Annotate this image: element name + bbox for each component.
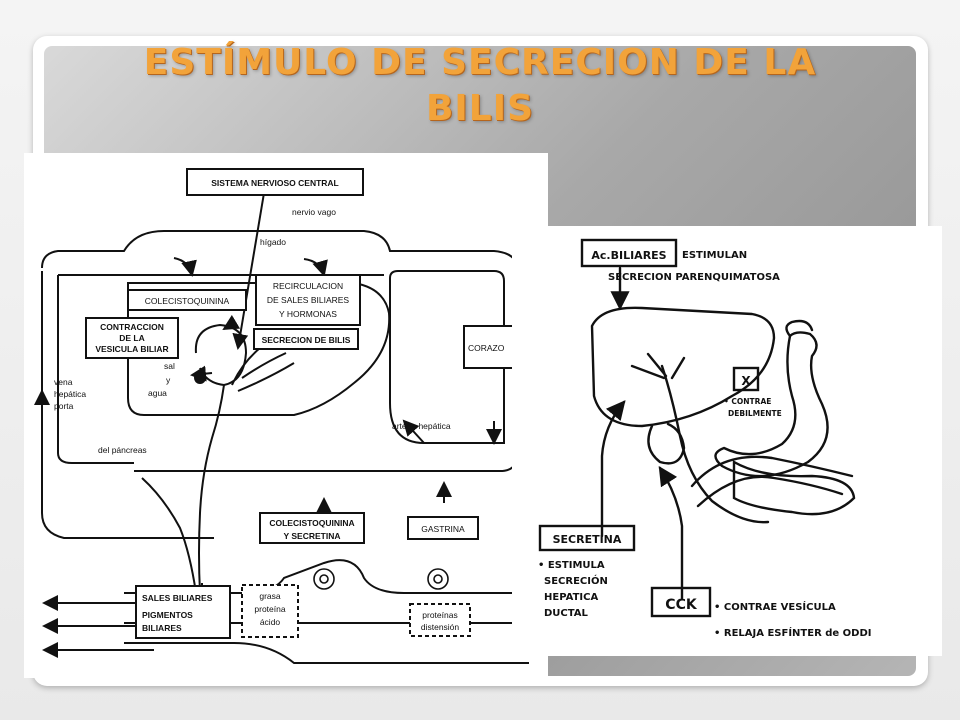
recirculacion-box — [255, 274, 361, 326]
right-diagram: Ac.BILIARES ESTIMULAN SECRECION PARENQUI… — [538, 238, 872, 639]
agua-label: agua — [148, 388, 167, 398]
slide-title-line-2: BILIS — [425, 88, 535, 129]
sales-label-3: BILIARES — [142, 623, 182, 633]
grasa-box — [241, 584, 299, 638]
contraccion-label-1: CONTRACCION — [100, 322, 164, 332]
pancreas-label: del páncreas — [98, 445, 147, 455]
sec-note-2: SECRECIÓN — [544, 574, 608, 587]
colecistoquinina-box — [127, 289, 247, 311]
secretina-label: SECRETINA — [553, 533, 622, 546]
vena-label-3: porta — [54, 401, 74, 411]
duct-sketch — [660, 364, 770, 524]
sales-biliares-box — [135, 585, 231, 639]
right-diagram-panel: Ac.BILIARES ESTIMULAN SECRECION PARENQUI… — [512, 226, 942, 656]
gastrina-label: GASTRINA — [421, 524, 465, 534]
contraccion-box — [85, 317, 179, 359]
pancreatic-duct — [141, 477, 197, 594]
cck-secretina-label-1: COLECISTOQUININA — [269, 518, 354, 528]
esophagus-sketch — [785, 319, 814, 338]
recirculacion-label-2: DE SALES BILIARES — [267, 295, 350, 305]
proteinas-box — [409, 603, 471, 637]
slide-title: ESTÍMULO DE SECRECION DE LA BILIS — [44, 40, 916, 132]
stomach-sketch — [714, 331, 829, 478]
x-note-1: • CONTRAE — [724, 397, 771, 406]
gallbladder — [194, 323, 248, 387]
ac-biliares-label: Ac.BILIARES — [591, 249, 666, 262]
higado-label: hígado — [260, 237, 286, 247]
left-diagram-panel: SISTEMA NERVIOSO CENTRAL nervio vago híg… — [24, 153, 548, 678]
pancreas-sketch — [732, 459, 856, 516]
food-icon-1 — [313, 568, 335, 590]
snc-label: SISTEMA NERVIOSO CENTRAL — [211, 178, 339, 188]
y-label: y — [166, 375, 171, 385]
x-box-label: X — [741, 374, 751, 388]
cck-note-2: • RELAJA ESFÍNTER de ODDI — [714, 626, 872, 639]
grasa-label-1: grasa — [259, 591, 281, 601]
vena-label-2: hepática — [54, 389, 86, 399]
contraccion-label-2: DE LA — [119, 333, 145, 343]
bile-duct — [198, 384, 225, 594]
x-note-2: DEBILMENTE — [728, 409, 782, 418]
estimulan-label-1: ESTIMULAN — [682, 250, 747, 261]
vena-label-1: vena — [54, 377, 73, 387]
portal-vein-line — [41, 271, 214, 539]
arteria-label: arteria hepática — [392, 421, 451, 431]
food-icon-2 — [427, 568, 449, 590]
sec-note-1: • ESTIMULA — [538, 560, 605, 571]
left-diagram: SISTEMA NERVIOSO CENTRAL nervio vago híg… — [34, 168, 535, 664]
ac-biliares-box — [580, 238, 678, 268]
secrecion-bilis-label: SECRECION DE BILIS — [262, 335, 351, 345]
liver-outline — [127, 282, 391, 416]
gastrina-box — [407, 516, 479, 540]
secrecion-bilis-box — [253, 328, 359, 350]
cck-box — [650, 586, 712, 618]
cck-secretina-label-2: Y SECRETINA — [284, 531, 341, 541]
cck-label: CCK — [665, 597, 698, 613]
estimulan-label-2: SECRECION PARENQUIMATOSA — [608, 272, 780, 283]
cck-secretina-box — [259, 512, 365, 544]
secretina-box — [538, 524, 636, 552]
liver-sketch — [590, 306, 776, 428]
cck-note-1: • CONTRAE VESÍCULA — [714, 600, 836, 613]
sec-note-4: DUCTAL — [544, 608, 589, 619]
proteinas-label-2: distensión — [421, 622, 460, 632]
slide-title-line-1: ESTÍMULO DE SECRECION DE LA — [143, 42, 817, 83]
grasa-label-3: ácido — [260, 617, 281, 627]
sal-label: sal — [164, 361, 175, 371]
recirculacion-label-3: Y HORMONAS — [279, 309, 337, 319]
sales-label-1: SALES BILIARES — [142, 593, 213, 603]
duodenum-sketch — [690, 455, 854, 488]
nervio-vago-label: nervio vago — [292, 207, 336, 217]
corazon-label: CORAZO — [468, 343, 505, 353]
heart-loop — [389, 270, 505, 444]
sales-label-2: PIGMENTOS — [142, 610, 193, 620]
recirculacion-label-1: RECIRCULACION — [273, 281, 343, 291]
contraccion-label-3: VESICULA BILIAR — [95, 344, 168, 354]
bile-duct-branch — [231, 347, 295, 392]
x-box — [732, 366, 760, 392]
snc-box — [186, 168, 364, 196]
sec-note-3: HEPATICA — [544, 592, 598, 603]
proteinas-label-1: proteínas — [422, 610, 457, 620]
grasa-label-2: proteína — [254, 604, 285, 614]
colecistoquinina-label: COLECISTOQUININA — [145, 296, 230, 306]
